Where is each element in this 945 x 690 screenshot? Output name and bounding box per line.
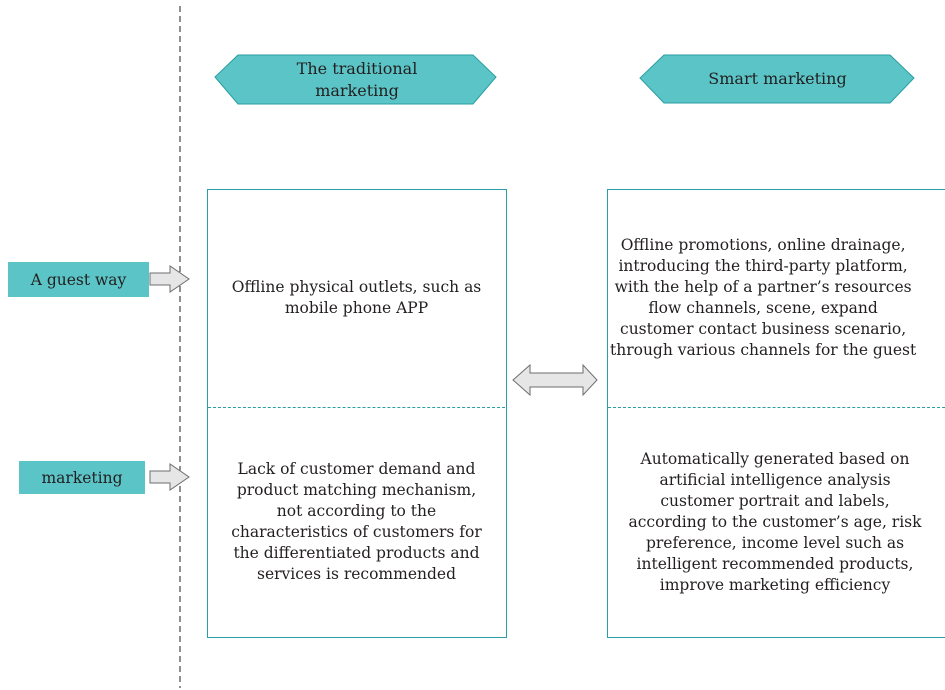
traditional-divider <box>208 407 505 408</box>
side-label-marketing: marketing <box>19 461 145 494</box>
header-smart: Smart marketing <box>708 69 847 88</box>
header-shape-smart <box>639 54 915 104</box>
arrow-right-icon <box>149 463 190 491</box>
traditional-guest-way-text: Offline physical outlets, such as mobile… <box>231 278 482 317</box>
smart-marketing-text: Automatically generated based on artific… <box>628 449 922 594</box>
header-shape-traditional <box>214 54 497 105</box>
traditional-box <box>207 189 507 638</box>
arrow-right-icon <box>149 265 190 293</box>
traditional-marketing-text: Lack of customer demand and product matc… <box>231 460 482 583</box>
header-traditional: The traditional marketing <box>296 58 418 100</box>
smart-box <box>607 189 945 638</box>
double-arrow-icon <box>512 363 598 397</box>
side-label-guest-way: A guest way <box>8 262 149 297</box>
smart-guest-way-text: Offline promotions, online drainage, int… <box>610 236 917 359</box>
smart-divider <box>608 407 945 408</box>
